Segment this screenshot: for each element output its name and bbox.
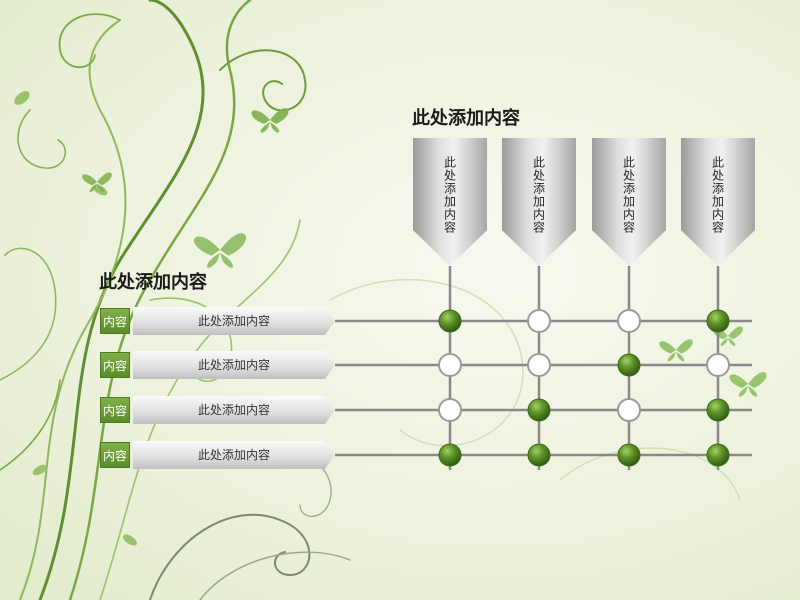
matrix-node-filled	[438, 443, 462, 467]
matrix-node-filled	[438, 309, 462, 333]
column-header-label: 此处添加内容	[442, 156, 457, 234]
row-tag: 内容	[100, 352, 130, 378]
row-tag: 内容	[100, 397, 130, 423]
diagram-title-top: 此处添加内容	[412, 108, 520, 129]
matrix-node-filled	[617, 353, 641, 377]
diagram-title-left: 此处添加内容	[99, 272, 207, 293]
matrix-node-empty	[438, 398, 462, 422]
matrix-node-filled	[706, 398, 730, 422]
matrix-node-empty	[617, 398, 641, 422]
butterfly-icon	[82, 172, 112, 193]
butterfly-icon	[251, 108, 289, 133]
matrix-node-empty	[527, 353, 551, 377]
matrix-node-empty	[617, 309, 641, 333]
row-label: 此处添加内容	[133, 351, 335, 379]
column-header-label: 此处添加内容	[531, 156, 546, 234]
row-tag: 内容	[100, 442, 130, 468]
row-label: 此处添加内容	[133, 441, 335, 469]
matrix-node-filled	[617, 443, 641, 467]
matrix-node-filled	[527, 443, 551, 467]
row-tag: 内容	[100, 308, 130, 334]
matrix-node-filled	[706, 309, 730, 333]
row-label: 此处添加内容	[133, 307, 335, 335]
butterfly-icon	[193, 233, 247, 268]
matrix-node-filled	[527, 398, 551, 422]
column-header-label: 此处添加内容	[710, 156, 725, 234]
matrix-node-filled	[706, 443, 730, 467]
row-label: 此处添加内容	[133, 396, 335, 424]
column-header-label: 此处添加内容	[621, 156, 636, 234]
matrix-node-empty	[706, 353, 730, 377]
matrix-node-empty	[438, 353, 462, 377]
butterfly-icon	[729, 372, 767, 397]
matrix-node-empty	[527, 309, 551, 333]
butterfly-icon	[659, 339, 693, 362]
